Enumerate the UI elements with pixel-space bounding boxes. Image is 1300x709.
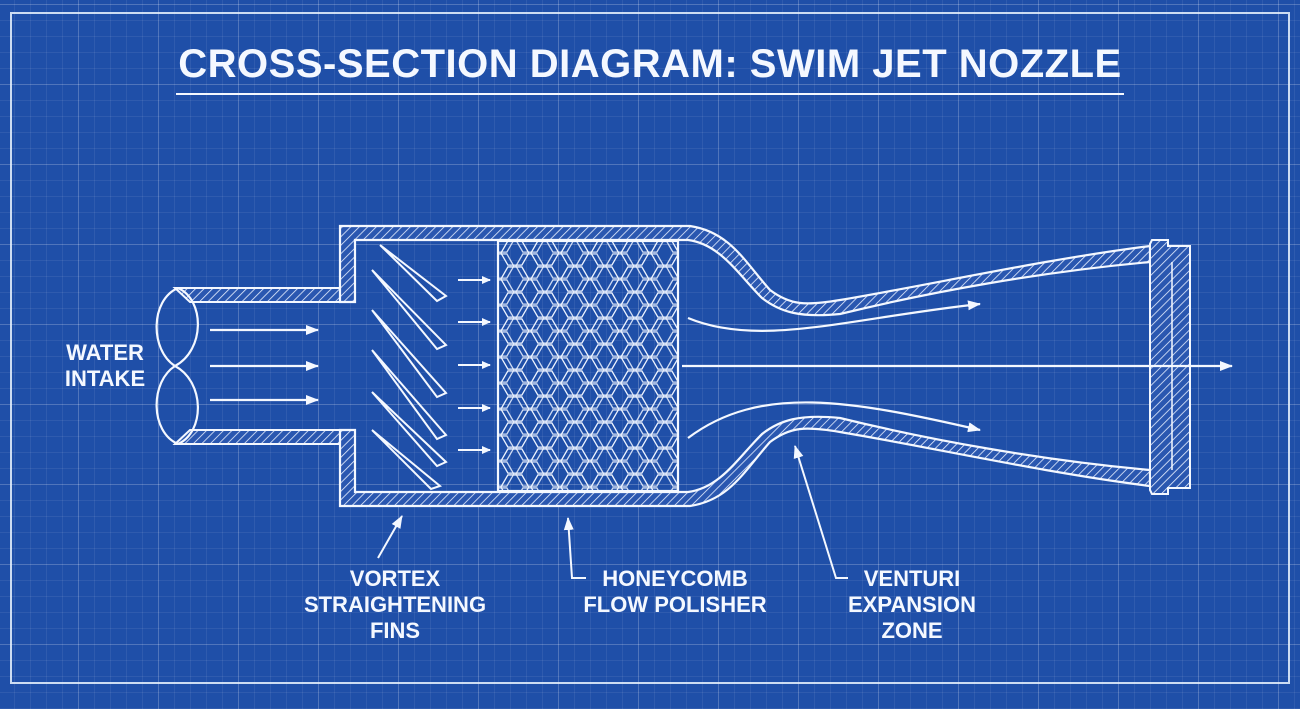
diagram-title: CROSS-SECTION DIAGRAM: SWIM JET NOZZLE <box>0 42 1300 95</box>
blueprint-border <box>10 12 1290 684</box>
honeycomb-label-line2: FLOW POLISHER <box>583 592 767 617</box>
vortex-fins-label-line2: STRAIGHTENING <box>303 592 487 617</box>
honeycomb-label-line1: HONEYCOMB <box>602 566 748 591</box>
venturi-label-line3: ZONE <box>881 618 943 643</box>
water-intake-label-line1: WATER <box>66 340 144 365</box>
callout-leaders <box>377 445 848 579</box>
diagram-title-text: CROSS-SECTION DIAGRAM: SWIM JET NOZZLE <box>176 42 1124 95</box>
vortex-fins-label-line3: FINS <box>369 618 421 643</box>
honeycomb-label: HONEYCOMB FLOW POLISHER <box>560 566 790 618</box>
intake-flow-arrows <box>210 325 319 405</box>
water-intake-label-line2: INTAKE <box>64 366 146 391</box>
water-intake-label: WATER INTAKE <box>50 340 160 392</box>
venturi-label-line1: VENTURI <box>863 566 961 591</box>
intake-pipe <box>155 286 341 446</box>
honeycomb-flow-polisher <box>496 239 680 493</box>
vortex-fins-label-line1: VORTEX <box>349 566 441 591</box>
straightened-flow-arrows <box>458 276 491 454</box>
vortex-straightening-fins <box>371 244 448 491</box>
jet-flow-arrows <box>682 300 1233 439</box>
vortex-fins-label: VORTEX STRAIGHTENING FINS <box>295 566 495 644</box>
venturi-label: VENTURI EXPANSION ZONE <box>822 566 1002 644</box>
venturi-label-line2: EXPANSION <box>848 592 976 617</box>
